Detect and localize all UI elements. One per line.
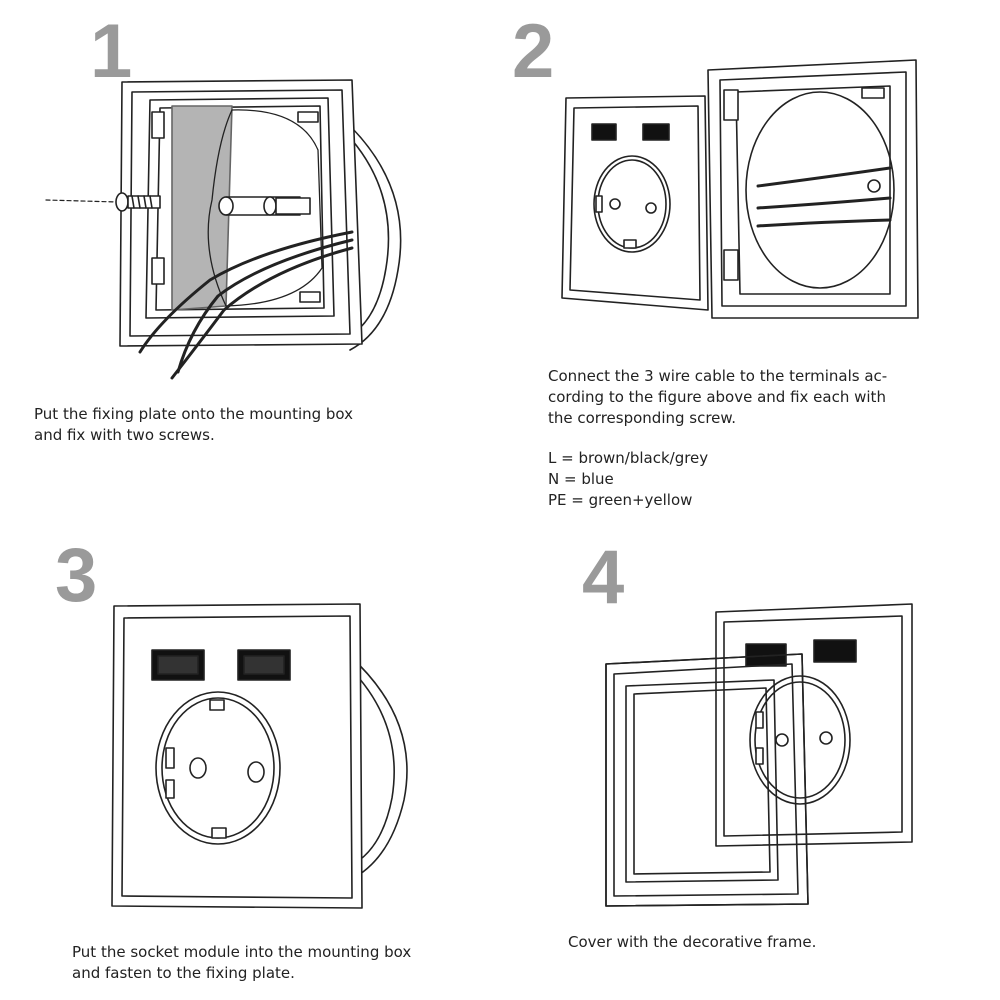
- step-4-number: 4: [582, 535, 625, 620]
- step-4-caption-line: Cover with the decorative frame.: [568, 933, 817, 951]
- step-4-caption: Cover with the decorative frame.: [568, 932, 816, 953]
- step-1-caption-line: and fix with two screws.: [34, 426, 215, 444]
- step-3-caption-line: Put the socket module into the mounting …: [72, 943, 412, 961]
- step-3-illustration: [111, 603, 408, 909]
- step-1-illustration: [45, 79, 402, 380]
- step-4-illustration: [605, 603, 913, 907]
- step-2-caption-line: Connect the 3 wire cable to the terminal…: [548, 367, 888, 385]
- step-2-caption: Connect the 3 wire cable to the terminal…: [548, 366, 887, 429]
- wiring-legend-earth: PE = green+yellow: [548, 491, 693, 509]
- step-3-caption: Put the socket module into the mounting …: [72, 942, 411, 984]
- wiring-legend-live: L = brown/black/grey: [548, 449, 709, 467]
- step-2-caption-line: cording to the figure above and fix each…: [548, 388, 886, 406]
- wiring-legend-neutral: N = blue: [548, 470, 614, 488]
- wiring-legend: L = brown/black/grey N = blue PE = green…: [548, 448, 708, 511]
- step-1-caption: Put the fixing plate onto the mounting b…: [34, 404, 353, 446]
- step-2-caption-line: the corresponding screw.: [548, 409, 737, 427]
- step-1-number: 1: [90, 9, 133, 94]
- step-3-caption-line: and fasten to the fixing plate.: [72, 964, 295, 982]
- step-3-number: 3: [55, 533, 98, 618]
- step-1-caption-line: Put the fixing plate onto the mounting b…: [34, 405, 354, 423]
- step-2-illustration: [561, 59, 919, 319]
- step-2-number: 2: [512, 9, 555, 94]
